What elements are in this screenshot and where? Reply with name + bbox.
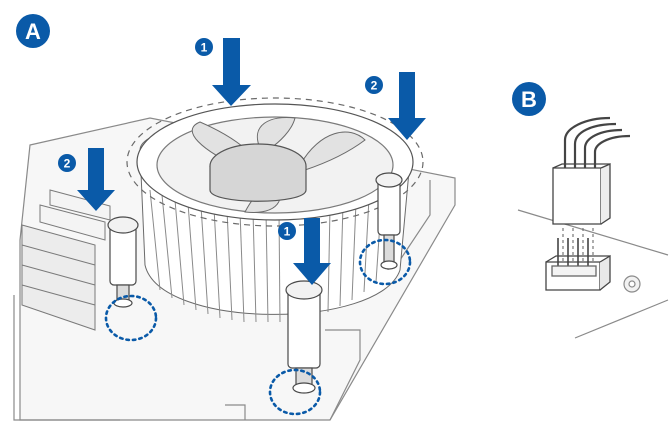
cpu-fan-header — [545, 238, 611, 291]
push-pin-front — [285, 280, 323, 394]
step-badge-press-front: 1 — [278, 222, 296, 240]
panel-label-a: A — [16, 14, 50, 48]
panel-label-a-text: A — [25, 19, 41, 44]
push-pin-left — [107, 216, 139, 308]
panel-a: 1 2 2 1 A — [13, 14, 456, 421]
fan-header-board — [517, 209, 669, 339]
step-number: 2 — [371, 79, 378, 93]
dotted-circle-icon — [104, 238, 412, 416]
push-pin-right — [375, 172, 403, 270]
panel-label-b-text: B — [521, 87, 537, 112]
step-number: 1 — [284, 225, 291, 239]
step-number: 1 — [201, 41, 208, 55]
fan-connector — [552, 162, 611, 262]
step-badge-press-right: 2 — [365, 76, 383, 94]
step-badge-press-back: 1 — [195, 38, 213, 56]
step-badge-press-left: 2 — [58, 154, 76, 172]
panel-label-b: B — [512, 82, 546, 116]
step-number: 2 — [64, 157, 71, 171]
cpu-cooler — [126, 97, 424, 323]
down-arrow-icon — [77, 38, 426, 285]
panel-b: B — [512, 82, 669, 339]
fan-cable — [563, 116, 631, 168]
fan — [126, 97, 424, 227]
